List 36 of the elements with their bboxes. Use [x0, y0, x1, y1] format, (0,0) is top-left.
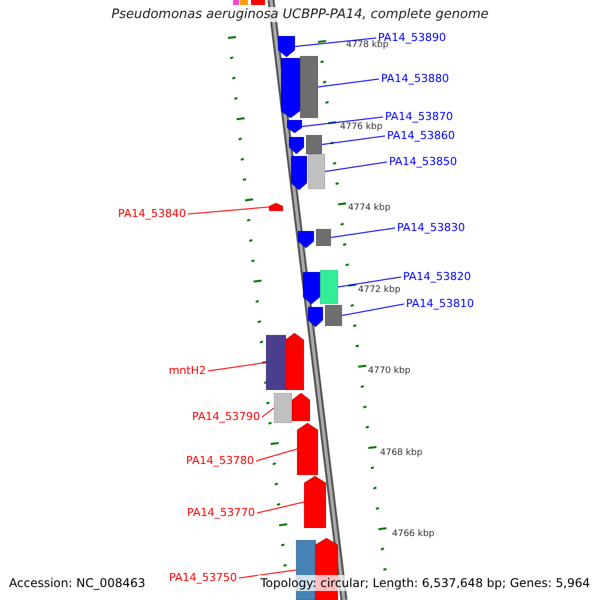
title: Pseudomonas aeruginosa UCBPP-PA14, complete genome	[109, 7, 491, 22]
leader-line	[318, 78, 380, 88]
gene-label: PA14_53850	[389, 155, 457, 169]
leader-line	[188, 206, 270, 214]
leader-line	[256, 448, 298, 462]
gene-label: PA14_53870	[385, 110, 453, 124]
leader-line	[302, 116, 384, 127]
leader-line	[238, 570, 296, 578]
leader-line	[294, 38, 376, 47]
gene-label: PA14_53860	[387, 129, 455, 143]
info-text: Accession: NC_008463	[7, 575, 148, 591]
gene-label: PA14_53780	[186, 454, 254, 468]
gene-label: mntH2	[168, 364, 206, 378]
gene-label: PA14_53880	[381, 72, 449, 86]
gene-label: PA14_53830	[397, 221, 465, 235]
scale-label: 4770 kbp	[368, 367, 410, 376]
gene-label: PA14_53750	[169, 571, 237, 585]
gene-label: PA14_53840	[118, 207, 186, 221]
leader-line	[262, 408, 274, 418]
leader-line	[324, 162, 388, 172]
scale-label: 4768 kbp	[380, 449, 422, 458]
leader-line	[330, 228, 396, 238]
leader-line	[208, 362, 266, 372]
gene-label: PA14_53770	[187, 506, 255, 520]
gene-label: PA14_53790	[192, 410, 260, 424]
scale-label: 4774 kbp	[348, 204, 390, 213]
info-text: Topology: circular; Length: 6,537,648 bp; Genes: 5,964	[258, 575, 592, 591]
scale-label: 4776 kbp	[340, 123, 382, 132]
leader-line	[342, 304, 404, 316]
gene-label: PA14_53820	[403, 270, 471, 284]
scale-label: 4772 kbp	[358, 286, 400, 295]
scale-label: 4766 kbp	[392, 530, 434, 539]
leader-line	[256, 502, 304, 514]
leader-line	[338, 276, 402, 288]
gene-label: PA14_53810	[406, 297, 474, 311]
leader-line	[322, 136, 386, 145]
